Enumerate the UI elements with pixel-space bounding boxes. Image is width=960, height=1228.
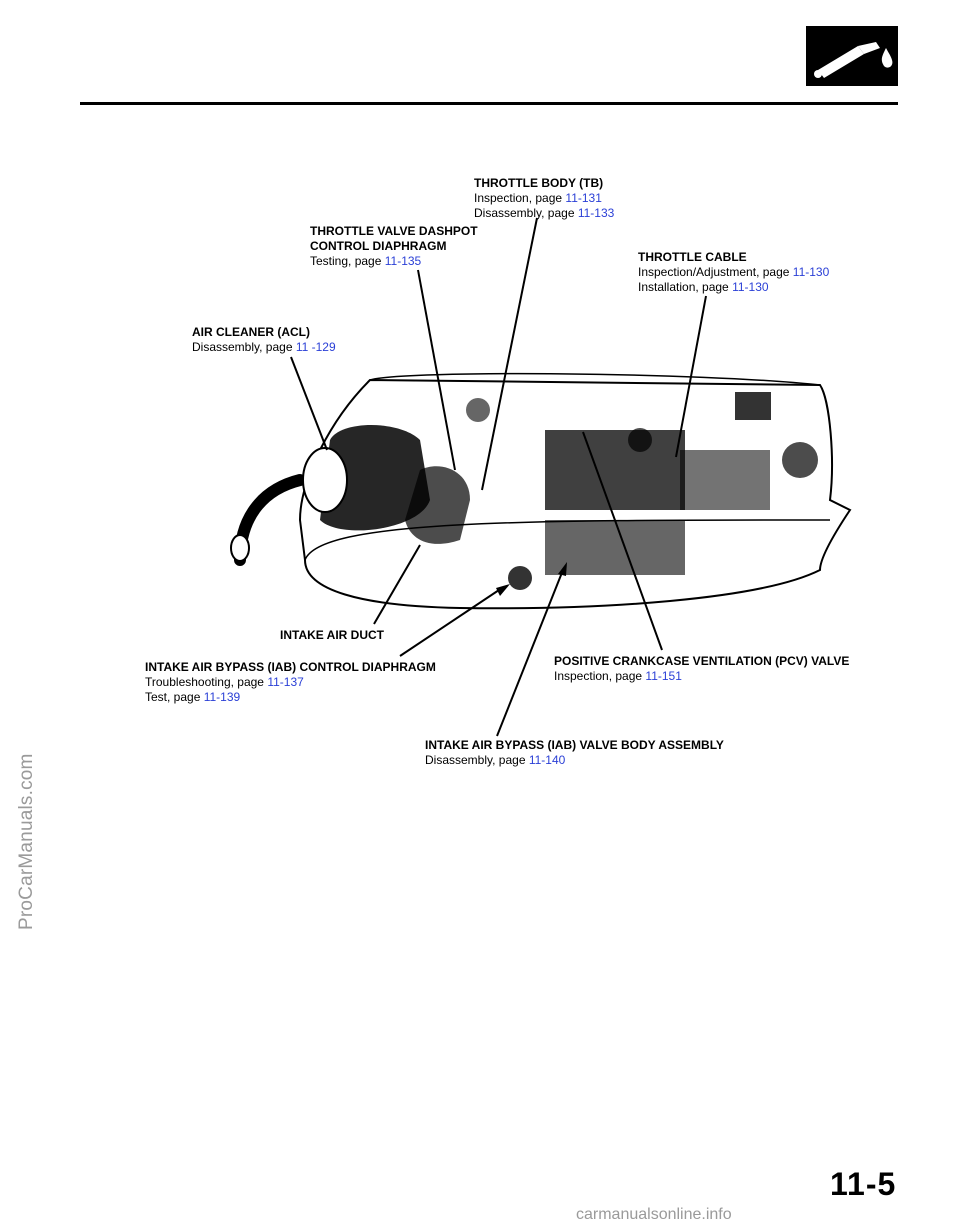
callout-pcv-valve: POSITIVE CRANKCASE VENTILATION (PCV) VAL… — [554, 654, 849, 684]
callout-line: Disassembly, page 11-133 — [474, 206, 615, 220]
page-ref-link[interactable]: 11-140 — [528, 753, 566, 767]
page-ref-link[interactable]: 11-130 — [792, 265, 830, 279]
callout-iab-valve-body: INTAKE AIR BYPASS (IAB) VALVE BODY ASSEM… — [425, 738, 724, 768]
callout-title: CONTROL DIAPHRAGM — [310, 239, 447, 253]
callout-line: Inspection, page 11-131 — [474, 191, 602, 205]
callout-line: Testing, page 11-135 — [310, 254, 422, 268]
callout-line: Test, page 11-139 — [145, 690, 241, 704]
callout-line: Disassembly, page 11-140 — [425, 753, 566, 767]
bottom-watermark: carmanualsonline.info — [576, 1206, 732, 1223]
page-ref-link[interactable]: 11-130 — [732, 280, 769, 294]
callout-title: POSITIVE CRANKCASE VENTILATION (PCV) VAL… — [554, 654, 850, 668]
callout-title: INTAKE AIR BYPASS (IAB) CONTROL DIAPHRAG… — [145, 660, 436, 674]
callout-line: Inspection, page 11-151 — [554, 669, 682, 683]
callout-line: Disassembly, page 11 -129 — [192, 340, 336, 354]
page-ref-link[interactable]: 11-135 — [384, 254, 422, 268]
callout-air-cleaner: AIR CLEANER (ACL) Disassembly, page 11 -… — [192, 325, 336, 355]
callout-iab-diaphragm: INTAKE AIR BYPASS (IAB) CONTROL DIAPHRAG… — [145, 660, 436, 705]
callout-line: Troubleshooting, page 11-137 — [145, 675, 304, 689]
callout-title: AIR CLEANER (ACL) — [192, 325, 310, 339]
fuel-pump-icon-graphic — [814, 42, 893, 78]
callout-intake-duct: INTAKE AIR DUCT — [280, 628, 384, 643]
page-number: 11-5 — [830, 1166, 897, 1202]
page-ref-link[interactable]: 11-131 — [565, 191, 602, 205]
header-rule — [80, 102, 898, 105]
callout-title: THROTTLE VALVE DASHPOT — [310, 224, 478, 238]
callout-title: INTAKE AIR DUCT — [280, 628, 384, 642]
callout-line: Inspection/Adjustment, page 11-130 — [638, 265, 830, 279]
fuel-pump-icon — [806, 26, 898, 86]
callout-throttle-body: THROTTLE BODY (TB) Inspection, page 11-1… — [474, 176, 614, 221]
page-ref-link[interactable]: 11-133 — [577, 206, 615, 220]
callout-title: INTAKE AIR BYPASS (IAB) VALVE BODY ASSEM… — [425, 738, 724, 752]
side-watermark: ProCarManuals.com — [16, 753, 37, 930]
callout-dashpot: THROTTLE VALVE DASHPOT CONTROL DIAPHRAGM… — [310, 224, 478, 269]
callout-title: THROTTLE BODY (TB) — [474, 176, 604, 190]
page-ref-link[interactable]: 11-137 — [267, 675, 304, 689]
page-ref-link[interactable]: 11-151 — [645, 669, 682, 683]
callout-line: Installation, page 11-130 — [638, 280, 769, 294]
page-ref-link[interactable]: 11-139 — [203, 690, 241, 704]
page-ref-link[interactable]: 11 -129 — [295, 340, 336, 354]
callout-title: THROTTLE CABLE — [638, 250, 747, 264]
callout-throttle-cable: THROTTLE CABLE Inspection/Adjustment, pa… — [638, 250, 829, 295]
